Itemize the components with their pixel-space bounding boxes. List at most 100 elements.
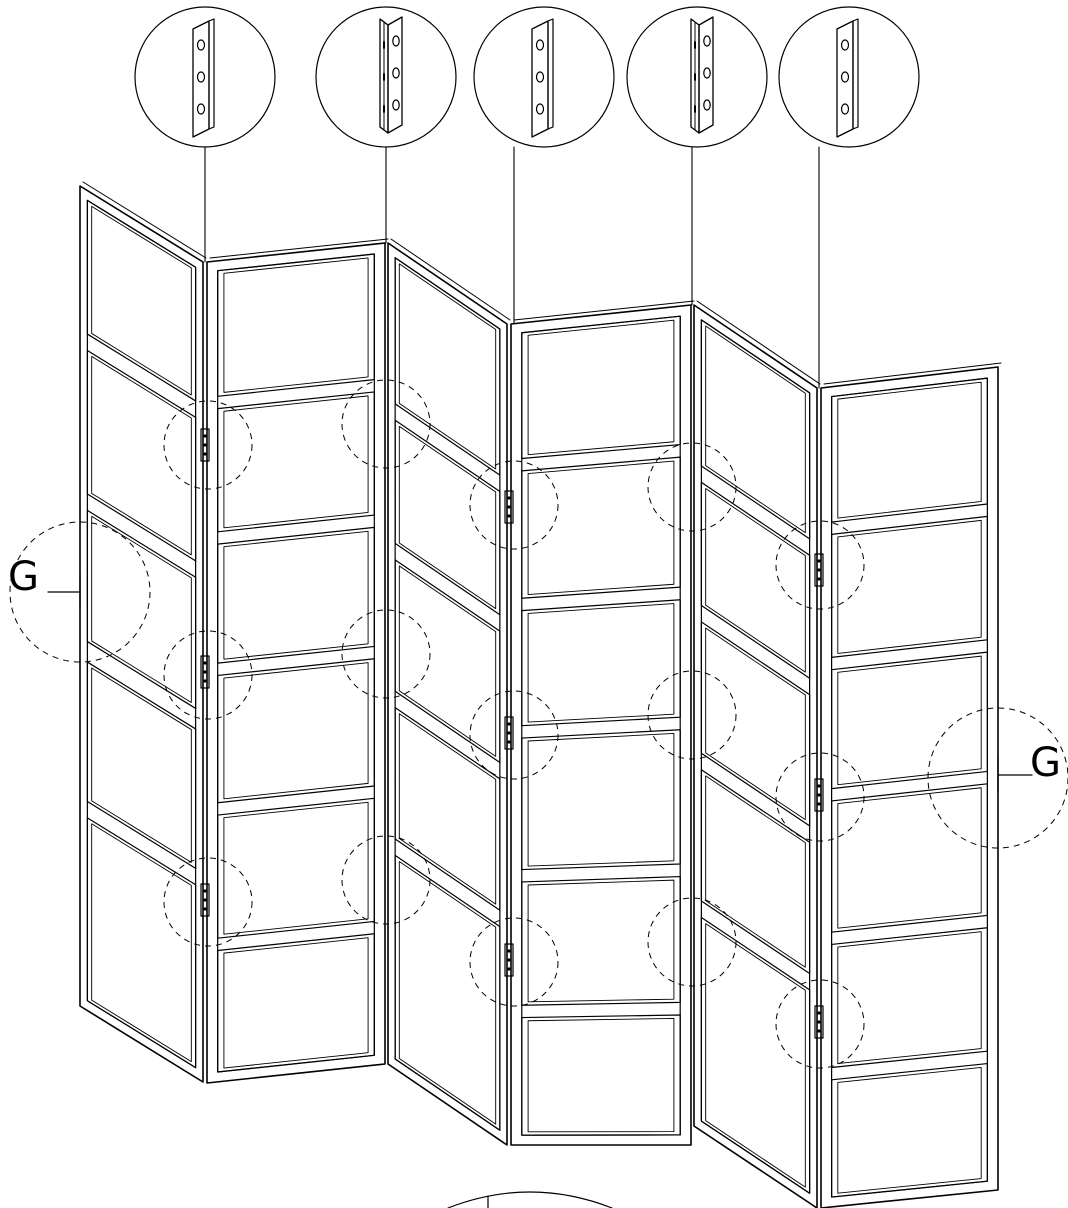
dashed-detail-circles [163,379,865,1069]
panel-pane-inner [705,627,806,821]
dashed-detail-circle-5 [775,520,865,610]
dashed-detail-circle-7 [341,609,431,699]
dashed-detail-circle-14 [647,897,737,987]
panel-top-edge [209,238,389,259]
panel-pane-inner [705,923,806,1188]
hinge-3 [200,883,210,917]
dashed-detail-circle-3 [469,460,559,550]
panel-pane-inner [837,519,982,654]
panel-pane [394,257,501,476]
hinge-screw [203,434,207,438]
hinge-screw [507,740,511,744]
panel-pane-inner [837,1067,982,1194]
panel-pane [521,456,681,599]
callout-g-right: G [927,707,1068,849]
panel-pane-inner [223,257,369,393]
hinge-screw [817,1020,821,1024]
hinge-leaf [200,655,210,689]
hinge-leaf [814,778,824,812]
panel-frame [387,242,508,1146]
hinge-detail-bubble-3 [473,6,615,148]
panel-pane [86,817,197,1069]
panel-pane [521,875,681,1006]
panel-pane [217,253,375,397]
hinge-screw [507,967,511,971]
dashed-detail-circle-12 [341,835,431,925]
panel-pane-inner [223,662,369,800]
hinge-hole [196,71,206,83]
hinge-screw [817,802,821,806]
panel-pane [394,707,501,911]
hinge-2 [200,655,210,689]
panel-pane-inner [705,488,806,673]
dashed-detail-circle-1 [163,400,253,490]
hinge-1 [200,428,210,462]
panel-frame [693,304,818,1208]
panel-pane [521,1014,681,1136]
hinge-plate-edge [208,18,215,130]
callout-label-right: G [1030,740,1061,786]
screen-panels [79,181,1002,1208]
panel-pane-inner [398,425,497,610]
hinge-screw [507,496,511,500]
panel-top-edge [82,181,207,259]
panel-4 [510,300,695,1146]
panel-pane [217,933,375,1073]
hinge-5 [504,716,514,750]
panel-pane [217,658,375,804]
panel-pane-inner [91,515,192,703]
hinge-hole [840,103,850,115]
hinge-screw [203,679,207,683]
panel-pane-inner [223,801,369,935]
dashed-detail-circle-2 [341,379,431,469]
hinge-6 [504,943,514,977]
panel-pane [86,661,197,869]
hinge-screw [203,907,207,911]
panel-1 [79,181,207,1083]
detail-bubble-outline [473,6,615,148]
panel-pane [831,377,988,523]
panel-pane [831,1062,988,1198]
panel-pane [700,621,811,827]
dashed-detail-circle-6 [163,630,253,720]
hinge-screw [507,505,511,509]
panel-pane [394,559,501,764]
panel-pane [521,315,681,460]
dashed-detail-circle-11 [163,857,253,947]
hinge-hole [703,35,711,47]
panel-3 [387,238,511,1146]
panel-pane-inner [223,395,369,529]
hinge-leaf [814,553,824,587]
hinge-plate-edge [547,18,554,130]
panel-2 [206,238,389,1084]
panel-pane [86,199,197,402]
callout-label-left: G [8,554,39,600]
panel-frame [510,304,692,1146]
panel-pane-inner [527,1017,675,1133]
dashed-detail-circle-9 [647,670,737,760]
hinge-plate [836,20,854,138]
panel-pane [217,391,375,533]
panel-pane-inner [527,879,675,1003]
detail-bubble-outline [778,6,920,148]
hinge-9 [814,1005,824,1039]
panel-frame [79,185,204,1083]
panel-pane [521,599,681,727]
hinge-detail-bubble-2 [315,6,457,148]
panel-pane [86,509,197,710]
panel-top-edge [390,238,511,321]
hinge-leaf [504,490,514,524]
panel-pane-inner [398,263,497,470]
hinge-hole [703,99,711,111]
panel-pane [700,769,811,975]
panel-top-edge [823,362,1002,385]
hinge-8 [814,778,824,812]
panel-frame [820,366,999,1208]
hinge-screw [203,889,207,893]
hinge-screw [817,1011,821,1015]
hinge-hole [196,103,206,115]
panel-pane-inner [91,667,192,863]
dashed-detail-circle-13 [469,917,559,1007]
panel-pane-inner [527,460,675,595]
